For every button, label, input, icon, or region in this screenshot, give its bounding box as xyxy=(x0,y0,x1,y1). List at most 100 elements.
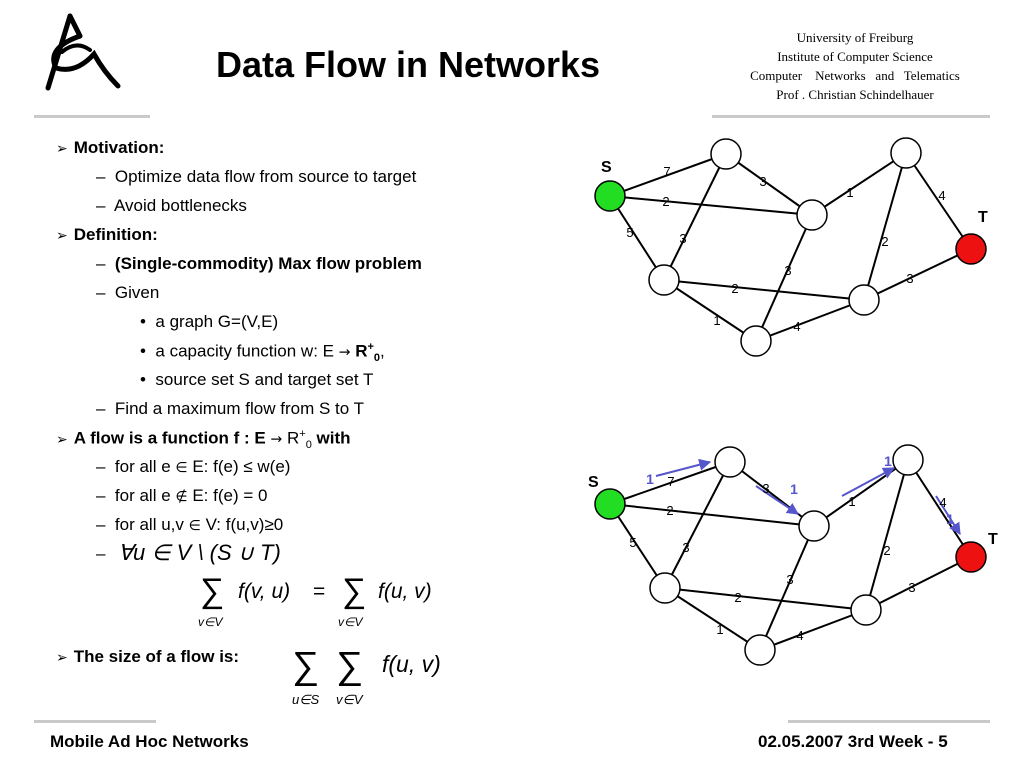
flow-arrow xyxy=(935,495,961,536)
sum-symbol: ∑ xyxy=(342,572,366,610)
list-item: – for all e ∉ E: f(e) = 0 xyxy=(96,486,268,505)
flow-arrow xyxy=(841,467,896,497)
lhs-term: f(v, u) xyxy=(238,580,290,603)
arrow-bullet-icon: ➢ xyxy=(56,141,68,157)
bullet-flow-definition: ➢A flow is a function f : E → R+0 with xyxy=(56,428,351,451)
edge xyxy=(759,609,867,651)
motivation-item: Avoid bottlenecks xyxy=(113,196,247,215)
condition-text: E: f(e) ≤ w(e) xyxy=(192,457,291,476)
edge-label: 3 xyxy=(762,481,769,496)
flow-label: 1 xyxy=(646,471,654,487)
quantifier-formula: ∀u ∈ V \ (S ∪ T) xyxy=(118,540,281,565)
capacity-suffix: , xyxy=(380,341,385,361)
edge xyxy=(813,459,909,527)
source-node xyxy=(594,488,626,520)
capacity-sup: + xyxy=(367,341,374,353)
source-label: S xyxy=(601,159,612,176)
edge xyxy=(725,153,813,216)
right-arrow-icon: → xyxy=(338,344,351,361)
flow-arrows xyxy=(655,458,961,536)
edge xyxy=(609,153,727,197)
given-graph: a graph G=(V,E) xyxy=(155,312,279,331)
node xyxy=(796,199,828,231)
edge-label: 2 xyxy=(881,234,888,249)
source-label: S xyxy=(588,474,599,491)
edge-label: 7 xyxy=(667,474,674,489)
target-label: T xyxy=(978,209,988,226)
condition-text: for all e xyxy=(114,457,171,476)
footer-rule-left xyxy=(34,720,156,723)
capacity-text: a capacity function w: E xyxy=(155,341,334,361)
list-item: – Given xyxy=(96,283,160,302)
flow-label: 1 xyxy=(790,481,798,497)
edge xyxy=(863,248,972,301)
bullet-motivation: ➢Motivation: xyxy=(56,138,164,158)
edge xyxy=(863,152,907,301)
node xyxy=(850,594,882,626)
edge xyxy=(865,556,972,611)
edge-label: 3 xyxy=(759,174,766,189)
edge xyxy=(865,459,909,611)
university-logo xyxy=(45,13,121,91)
element-of-icon: ∈ xyxy=(188,518,201,534)
graph-nodes xyxy=(594,137,987,357)
graph-nodes xyxy=(594,444,987,666)
list-item: – Find a maximum flow from S to T xyxy=(96,399,364,418)
edge xyxy=(609,503,666,589)
bullet-definition: ➢Definition: xyxy=(56,225,158,245)
edge xyxy=(755,214,813,342)
flow-labels: 1 1 1 1 xyxy=(646,453,954,527)
edge xyxy=(729,461,815,527)
edge-label: 4 xyxy=(796,628,803,643)
node xyxy=(892,444,924,476)
find-item: Find a maximum flow from S to T xyxy=(114,399,364,418)
flow-label: 1 xyxy=(946,511,954,527)
size-heading: The size of a flow is: xyxy=(73,647,240,666)
edge-label: 1 xyxy=(848,494,855,509)
header-rule-right xyxy=(712,115,990,118)
target-node xyxy=(955,233,987,265)
edge xyxy=(663,279,865,301)
list-item: – for all u,v ∈ V: f(u,v)≥0 xyxy=(96,515,284,534)
edge-label: 2 xyxy=(731,281,738,296)
edge-label: 5 xyxy=(626,225,633,240)
edge-label: 3 xyxy=(906,271,913,286)
edge xyxy=(609,195,813,216)
flow-heading-suffix: with xyxy=(316,428,351,448)
quantifier-text: ∀u ∈ V \ (S ∪ T) xyxy=(118,540,281,565)
list-item: – Avoid bottlenecks xyxy=(96,196,247,215)
flow-label: 1 xyxy=(884,453,892,469)
list-item: – xyxy=(96,544,106,563)
given-label: Given xyxy=(114,283,160,302)
condition-text: for all u,v xyxy=(114,515,184,534)
edge xyxy=(755,299,865,342)
edge-label: 3 xyxy=(784,263,791,278)
flow-arrow xyxy=(655,458,712,477)
footer-date-page: 02.05.2007 3rd Week - 5 xyxy=(758,732,948,751)
given-sets: source set S and target set T xyxy=(155,370,374,389)
header-rule-left xyxy=(34,115,150,118)
flow-heading: A flow is a function f : E xyxy=(73,428,266,448)
edge-label: 3 xyxy=(786,572,793,587)
sum-symbol: ∑ xyxy=(336,645,363,687)
institution-line: University of Freiburg xyxy=(796,30,914,45)
page-title: Data Flow in Networks xyxy=(216,44,601,85)
node xyxy=(744,634,776,666)
motivation-item: Optimize data flow from source to target xyxy=(114,167,417,186)
list-item: • a graph G=(V,E) xyxy=(140,312,279,331)
edge-label: 1 xyxy=(716,622,723,637)
condition-text: E: f(e) = 0 xyxy=(192,486,268,505)
target-node xyxy=(955,541,987,573)
node xyxy=(890,137,922,169)
node xyxy=(649,572,681,604)
list-item: – Optimize data flow from source to targ… xyxy=(96,167,417,186)
sum-symbol: ∑ xyxy=(292,645,319,687)
arrow-bullet-icon: ➢ xyxy=(56,650,68,666)
right-arrow-icon: → xyxy=(270,431,283,448)
capacity-set: R xyxy=(355,341,368,361)
flow-size-formula: ∑ u∈S ∑ v∈V f(u, v) xyxy=(292,645,441,707)
sum-index: v∈V xyxy=(336,692,364,707)
condition-text: V: f(u,v)≥0 xyxy=(205,515,284,534)
edge-label: 1 xyxy=(713,313,720,328)
edge-labels: 7 2 5 3 3 1 4 2 3 3 2 1 4 xyxy=(629,474,946,643)
